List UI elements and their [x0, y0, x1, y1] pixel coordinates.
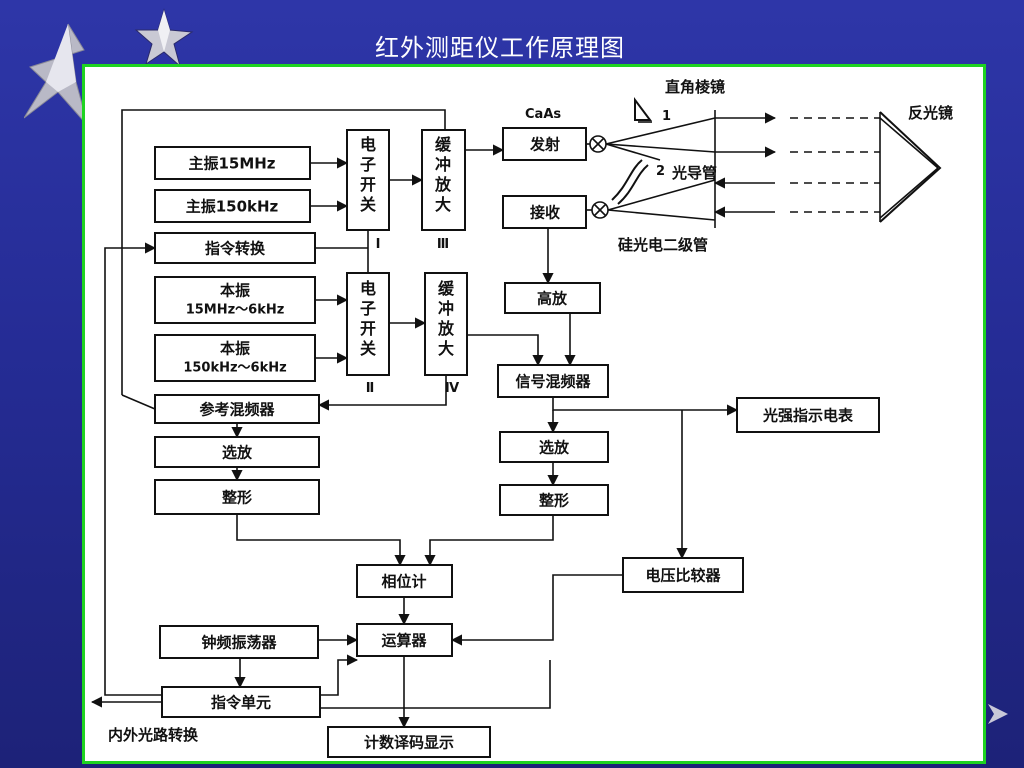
label-main-osc-15mhz: 主振15MHz	[188, 155, 275, 173]
label-shaper-right: 整形	[539, 492, 569, 510]
label-shaper-left: 整形	[222, 489, 252, 507]
block-local-osc-2	[154, 334, 316, 382]
block-receive	[502, 195, 587, 229]
label-roman-3: Ⅲ	[437, 237, 449, 252]
label-reflector: 反光镜	[908, 104, 953, 122]
right-angle-prism-icon	[634, 97, 652, 121]
block-ref-mixer	[154, 394, 320, 424]
block-signal-mixer	[497, 364, 609, 398]
label-receive: 接收	[530, 204, 560, 222]
label-signal-mixer: 信号混频器	[515, 373, 591, 391]
label-clock-oscillator: 钟频振荡器	[201, 634, 277, 652]
label-roman-1: Ⅰ	[376, 237, 381, 252]
label-buffer-amp-3: 缓冲放大	[434, 135, 452, 214]
block-select-amp-right	[499, 431, 609, 463]
label-right-angle-prism: 直角棱镜	[665, 78, 725, 96]
block-main-osc-150khz	[154, 189, 311, 223]
star-decoration-corner-icon	[988, 704, 1008, 724]
label-select-amp-right: 选放	[539, 439, 570, 457]
label-command-convert: 指令转换	[205, 240, 266, 258]
label-phase-meter: 相位计	[381, 573, 426, 591]
label-roman-2: Ⅱ	[366, 381, 375, 396]
slide-title: 红外测距仪工作原理图	[375, 34, 625, 62]
label-select-amp-left: 选放	[222, 444, 253, 462]
block-shaper-left	[154, 479, 320, 515]
label-local-osc-1-line2: 15MHz～6kHz	[186, 303, 285, 318]
label-light-pipe: 光导管	[671, 164, 717, 182]
label-counter-display: 计数译码显示	[364, 734, 454, 752]
block-phase-meter	[356, 564, 453, 598]
label-transmit: 发射	[529, 136, 560, 154]
label-number-1: 1	[662, 109, 671, 124]
label-electronic-switch-1: 电子开关	[360, 135, 376, 214]
block-command-unit	[161, 686, 321, 718]
star-decoration-small-icon	[134, 8, 194, 68]
block-buffer-amp-4	[424, 272, 468, 376]
label-caas: CaAs	[525, 107, 561, 122]
label-ref-mixer: 参考混频器	[199, 401, 275, 419]
label-local-osc-2-line2: 150kHz～6kHz	[183, 361, 286, 376]
label-silicon-photodiode: 硅光电二级管	[618, 236, 708, 254]
label-optical-path-switch: 内外光路转换	[108, 726, 199, 744]
star-decoration-icon	[24, 23, 89, 127]
reflector-icon	[879, 111, 942, 223]
label-high-amp: 高放	[537, 290, 568, 308]
label-local-osc-1-line1: 本振	[220, 282, 250, 300]
label-arithmetic-unit: 运算器	[381, 632, 427, 650]
label-voltage-comparator: 电压比较器	[645, 567, 721, 585]
label-command-unit: 指令单元	[211, 694, 271, 712]
label-light-meter: 光强指示电表	[762, 407, 854, 425]
label-local-osc-2-line1: 本振	[220, 340, 250, 358]
label-main-osc-150khz: 主振150kHz	[186, 198, 279, 216]
label-roman-4: Ⅳ	[445, 381, 460, 396]
label-number-2: 2	[656, 164, 665, 179]
block-light-meter	[736, 397, 880, 433]
label-buffer-amp-4: 缓冲放大	[437, 279, 455, 358]
block-local-osc-1	[154, 276, 316, 324]
block-clock-oscillator	[159, 625, 319, 659]
label-electronic-switch-2: 电子开关	[360, 279, 376, 358]
